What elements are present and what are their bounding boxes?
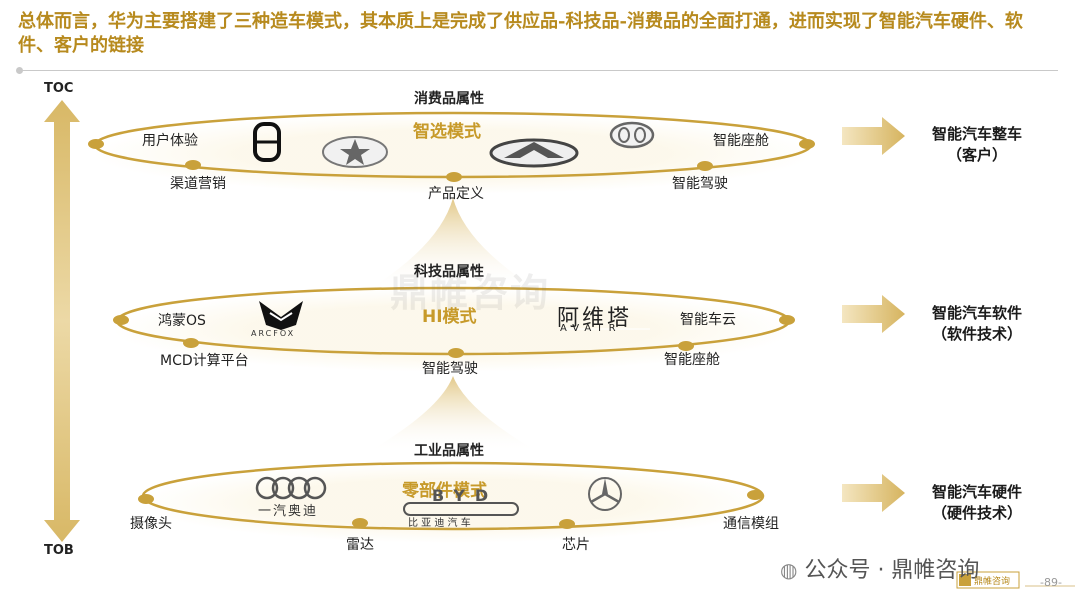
output-title: 智能汽车硬件 (931, 483, 1022, 501)
watermark: 鼎帷咨询 (390, 271, 551, 315)
footer-badge (956, 571, 1020, 589)
footer-source-text: 公众号 · 鼎帷咨询 (804, 558, 980, 583)
page-number: -89- (1040, 576, 1062, 589)
output-subtitle: （客户） (946, 146, 1007, 164)
divider (18, 70, 1058, 71)
aito-logo (253, 122, 281, 162)
baic-logo (609, 121, 655, 149)
node-label: 智能驾驶 (672, 176, 728, 192)
toc-tob-axis-arrow (44, 100, 80, 542)
tier-mode-top: 智选模式 (413, 122, 481, 142)
tier-mode-middle: HI模式 (422, 307, 477, 327)
output-arrow-top (842, 117, 905, 155)
avatr-wordmark-en: AVATR (560, 323, 622, 334)
output-title: 智能汽车软件 (931, 304, 1022, 322)
node-label: 智能座舱 (713, 133, 769, 149)
output-top: 智能汽车整车 （客户） (912, 124, 1042, 166)
node-label: 智能座舱 (664, 352, 720, 368)
page-title: 总体而言，华为主要搭建了三种造车模式，其本质上是完成了供应品-科技品-消费品的全… (18, 11, 1023, 56)
node-label: 雷达 (346, 537, 374, 553)
axis-top-label: TOC (44, 81, 74, 96)
audi-logo (255, 476, 327, 500)
arcfox-wordmark: ARCFOX (251, 329, 296, 338)
chery-logo (489, 138, 579, 168)
mercedes-logo (588, 477, 622, 511)
output-title: 智能汽车整车 (931, 125, 1022, 143)
upward-arrow-lower (368, 376, 538, 452)
tier-attribute-top: 消费品属性 (414, 91, 484, 107)
node-label: 智能车云 (680, 312, 736, 328)
node-label: 智能驾驶 (422, 361, 478, 377)
output-middle: 智能汽车软件 （软件技术） (912, 303, 1042, 345)
node-label: 产品定义 (428, 186, 484, 202)
node-label: 摄像头 (130, 516, 172, 532)
avatr-wordmark-cn: 阿维塔 (557, 306, 633, 331)
node-label: MCD计算平台 (160, 353, 249, 369)
byd-wordmark-en: BYD (432, 486, 499, 505)
tier-mode-bottom: 零部件模式 (402, 481, 487, 501)
footer-badge-text: 鼎帷咨询 (974, 577, 1011, 587)
faw-audi-wordmark: 一汽奥迪 (258, 504, 319, 519)
node-label: 用户体验 (142, 133, 198, 149)
jac-star-logo (322, 136, 388, 168)
output-subtitle: （软件技术） (931, 325, 1022, 343)
wechat-icon: ◍ (780, 558, 798, 582)
node-label: 渠道营销 (170, 176, 226, 192)
output-subtitle: （硬件技术） (931, 504, 1022, 522)
ring-nodes (88, 139, 815, 529)
node-label: 芯片 (562, 537, 590, 553)
node-label: 通信模组 (723, 516, 779, 532)
output-arrow-bottom (842, 474, 905, 512)
upward-arrow-upper (368, 198, 538, 290)
axis-bottom-label: TOB (44, 543, 74, 558)
node-label: 鸿蒙OS (158, 313, 206, 329)
byd-wordmark-cn: 比 亚 迪 汽 车 (408, 518, 471, 529)
tier-attribute-bottom: 工业品属性 (414, 443, 484, 459)
footer-source: ◍ 公众号 · 鼎帷咨询 (780, 552, 979, 584)
arcfox-logo (259, 301, 303, 330)
output-arrow-middle (842, 295, 905, 333)
output-bottom: 智能汽车硬件 （硬件技术） (912, 482, 1042, 524)
tier-attribute-middle: 科技品属性 (414, 264, 484, 280)
byd-logo (403, 502, 519, 516)
